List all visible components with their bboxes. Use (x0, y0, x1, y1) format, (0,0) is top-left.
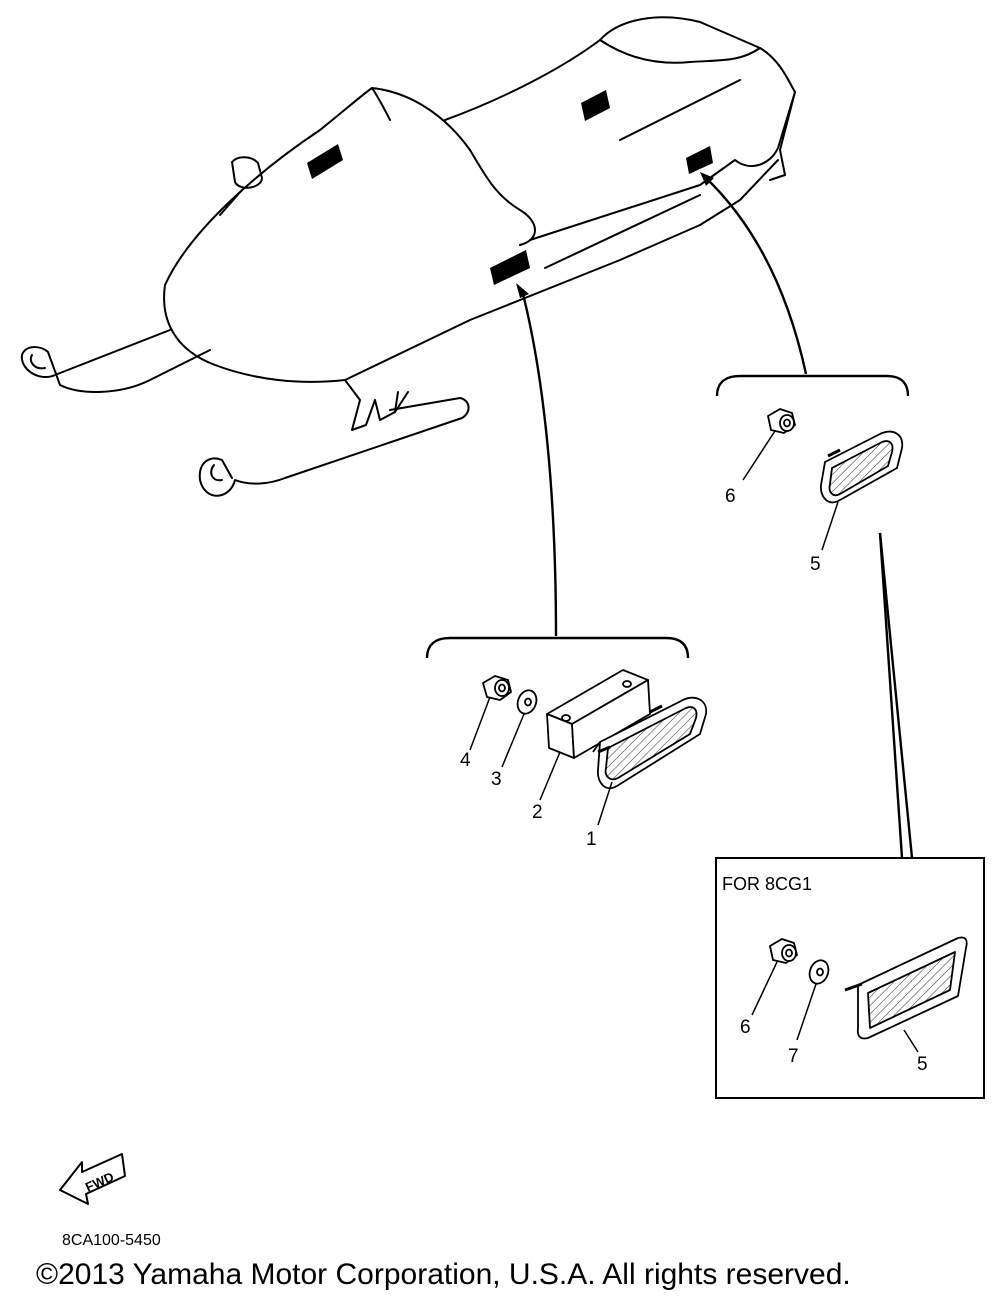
washer-part-7-box (808, 959, 830, 985)
variant-box-title: FOR 8CG1 (722, 874, 812, 894)
seat-reflector-mark (581, 90, 610, 121)
copyright-notice: ©2013 Yamaha Motor Corporation, U.S.A. A… (36, 1258, 851, 1291)
front-arrow-head (516, 283, 529, 298)
rear-callout-lines (742, 430, 839, 551)
callout-5-rear: 5 (810, 554, 821, 575)
box-callout-lines (751, 961, 919, 1053)
callout-7-box: 7 (788, 1046, 799, 1067)
drawing-code: 8CA100-5450 (62, 1232, 161, 1249)
callout-1: 1 (586, 829, 597, 850)
rear-arrow-head (700, 172, 714, 186)
callout-4: 4 (460, 750, 471, 771)
callout-2: 2 (532, 802, 543, 823)
group-brackets (425, 374, 910, 659)
rear-leader-line (705, 177, 808, 375)
rear-bracket (715, 374, 910, 397)
reflector-part-5-rear (820, 430, 904, 504)
nut-part-6-rear (767, 408, 796, 434)
box-leader-line-a (878, 532, 904, 859)
callout-6-rear: 6 (725, 486, 736, 507)
front-reflector-parts (482, 669, 707, 790)
nut-part-4 (482, 675, 512, 701)
callout-5-box: 5 (917, 1054, 928, 1075)
callout-3: 3 (491, 769, 502, 790)
arrow-heads (516, 172, 714, 298)
variant-box (715, 857, 985, 1099)
hood-reflector-mark (307, 144, 343, 179)
nut-part-6-box (769, 938, 798, 964)
box-leader-line-b (878, 532, 914, 859)
front-side-reflector-mark (490, 250, 530, 285)
variant-box-parts (769, 936, 968, 1040)
reflector-part-1 (592, 696, 707, 790)
snowmobile-illustration (20, 16, 796, 497)
rear-side-reflector-mark (686, 146, 713, 174)
reflector-part-5-box (844, 936, 968, 1040)
front-leader-line (520, 289, 558, 637)
spacer-part-2 (546, 669, 651, 759)
front-callout-lines (469, 696, 613, 826)
rear-reflector-parts (767, 408, 904, 504)
leader-lines (520, 177, 914, 859)
reflector-marks-on-body (307, 90, 713, 285)
front-bracket (425, 636, 690, 659)
callout-6-box: 6 (740, 1017, 751, 1038)
washer-part-3 (516, 689, 538, 715)
fwd-arrow-icon: FWD (59, 1153, 126, 1205)
